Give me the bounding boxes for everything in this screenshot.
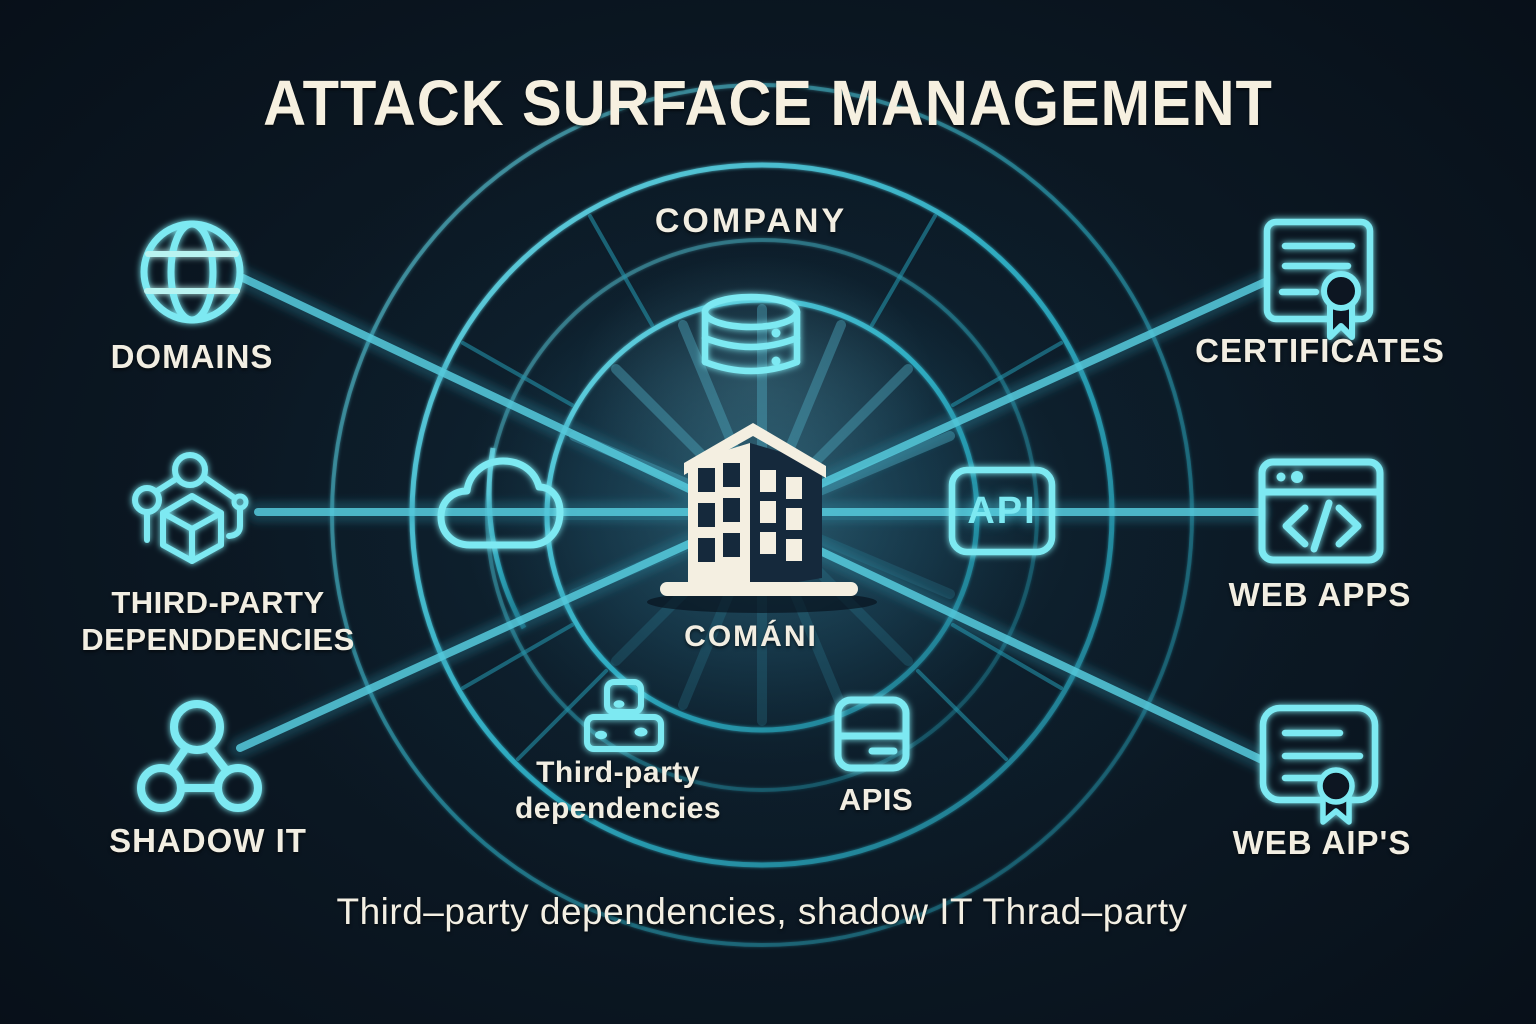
shadow-it-label: SHADOW IT: [109, 822, 307, 859]
third-party-label-line1: THIRD-PARTY: [111, 585, 325, 620]
domains-label: DOMAINS: [110, 338, 274, 375]
inner-third-party-label-line2: dependencies: [514, 792, 722, 825]
cloud-icon: [437, 457, 564, 549]
bottom-caption: Third–party dependencies, shadow IT Thra…: [336, 891, 1188, 932]
server-icon: [834, 696, 910, 772]
upper-cone-glow: [575, 255, 935, 515]
third-party-label-line2: DEPENDDENCIES: [81, 622, 355, 657]
certificate-ribbon-icon: [1259, 704, 1379, 825]
globe-icon: [140, 220, 244, 324]
dependency-cube-icon: [132, 452, 249, 564]
database-icon: [701, 293, 801, 375]
ring-second-bright-arc: [486, 447, 527, 630]
api-badge-icon: [948, 466, 1056, 556]
certificates-label: CERTIFICATES: [1195, 332, 1445, 369]
page-title: ATTACK SURFACE MANAGEMENT: [263, 67, 1273, 139]
company-building-icon: [647, 423, 877, 613]
web-apis-label: WEB AIP'S: [1232, 824, 1412, 861]
building-label: COMÁNI: [684, 620, 818, 653]
web-apps-label: WEB APPS: [1228, 576, 1412, 613]
certificate-icon: [1263, 218, 1374, 340]
apis-label: APIS: [838, 782, 914, 817]
browser-code-icon: [1258, 458, 1384, 564]
device-stack-icon: [584, 679, 664, 752]
network-nodes-icon: [137, 700, 262, 812]
inner-third-party-label-line1: Third-party: [536, 756, 700, 789]
api-badge-label: API: [967, 490, 1037, 532]
ring-spokes: [461, 214, 1063, 761]
company-label: COMPANY: [654, 202, 848, 240]
